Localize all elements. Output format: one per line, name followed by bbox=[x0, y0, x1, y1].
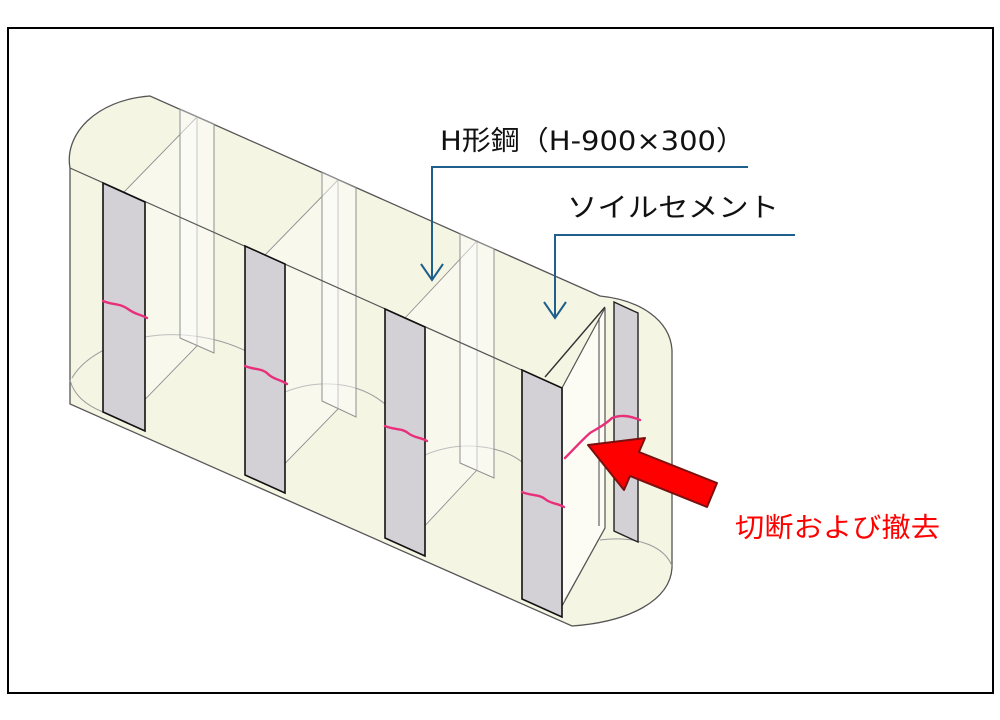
h-steel-front-flange bbox=[521, 368, 563, 619]
column-arc bbox=[424, 445, 523, 463]
h-steel-front-flange bbox=[244, 244, 286, 495]
h-steel-leader-line bbox=[431, 166, 748, 280]
cut-line bbox=[383, 424, 429, 443]
cut-line bbox=[563, 414, 642, 460]
soil-cement-leader-arrowhead bbox=[543, 301, 567, 320]
h-steel-back-flanges bbox=[179, 108, 495, 479]
column-arc bbox=[599, 538, 673, 567]
callout-arrow bbox=[587, 437, 718, 508]
h-steel-leader-arrowhead bbox=[420, 263, 444, 282]
h-steel-back-flange bbox=[459, 233, 495, 479]
front-top-edge bbox=[69, 167, 563, 389]
cut-line bbox=[101, 299, 149, 320]
cut-line bbox=[520, 490, 566, 509]
h-steel-back-flange bbox=[321, 171, 357, 418]
cut-lines bbox=[101, 299, 642, 509]
cut-and-remove-label: 切断および撤去 bbox=[735, 513, 940, 544]
cut-opening-bottom-edge bbox=[564, 527, 606, 601]
h-steel-back-flange bbox=[179, 108, 215, 354]
soil-cement-leader-line bbox=[554, 234, 795, 318]
column-arc bbox=[284, 383, 387, 406]
cut-line bbox=[243, 364, 289, 386]
soil-cement-label: ソイルセメント bbox=[567, 193, 779, 224]
h-steel-leader bbox=[420, 166, 748, 282]
h-steel-back-flange-revealed bbox=[613, 300, 639, 544]
column-arc bbox=[69, 379, 104, 413]
soil-cement-leader bbox=[543, 234, 795, 320]
h-steel-label: H形鋼（H-900×300） bbox=[440, 126, 745, 157]
cut-opening-edge bbox=[544, 306, 606, 378]
